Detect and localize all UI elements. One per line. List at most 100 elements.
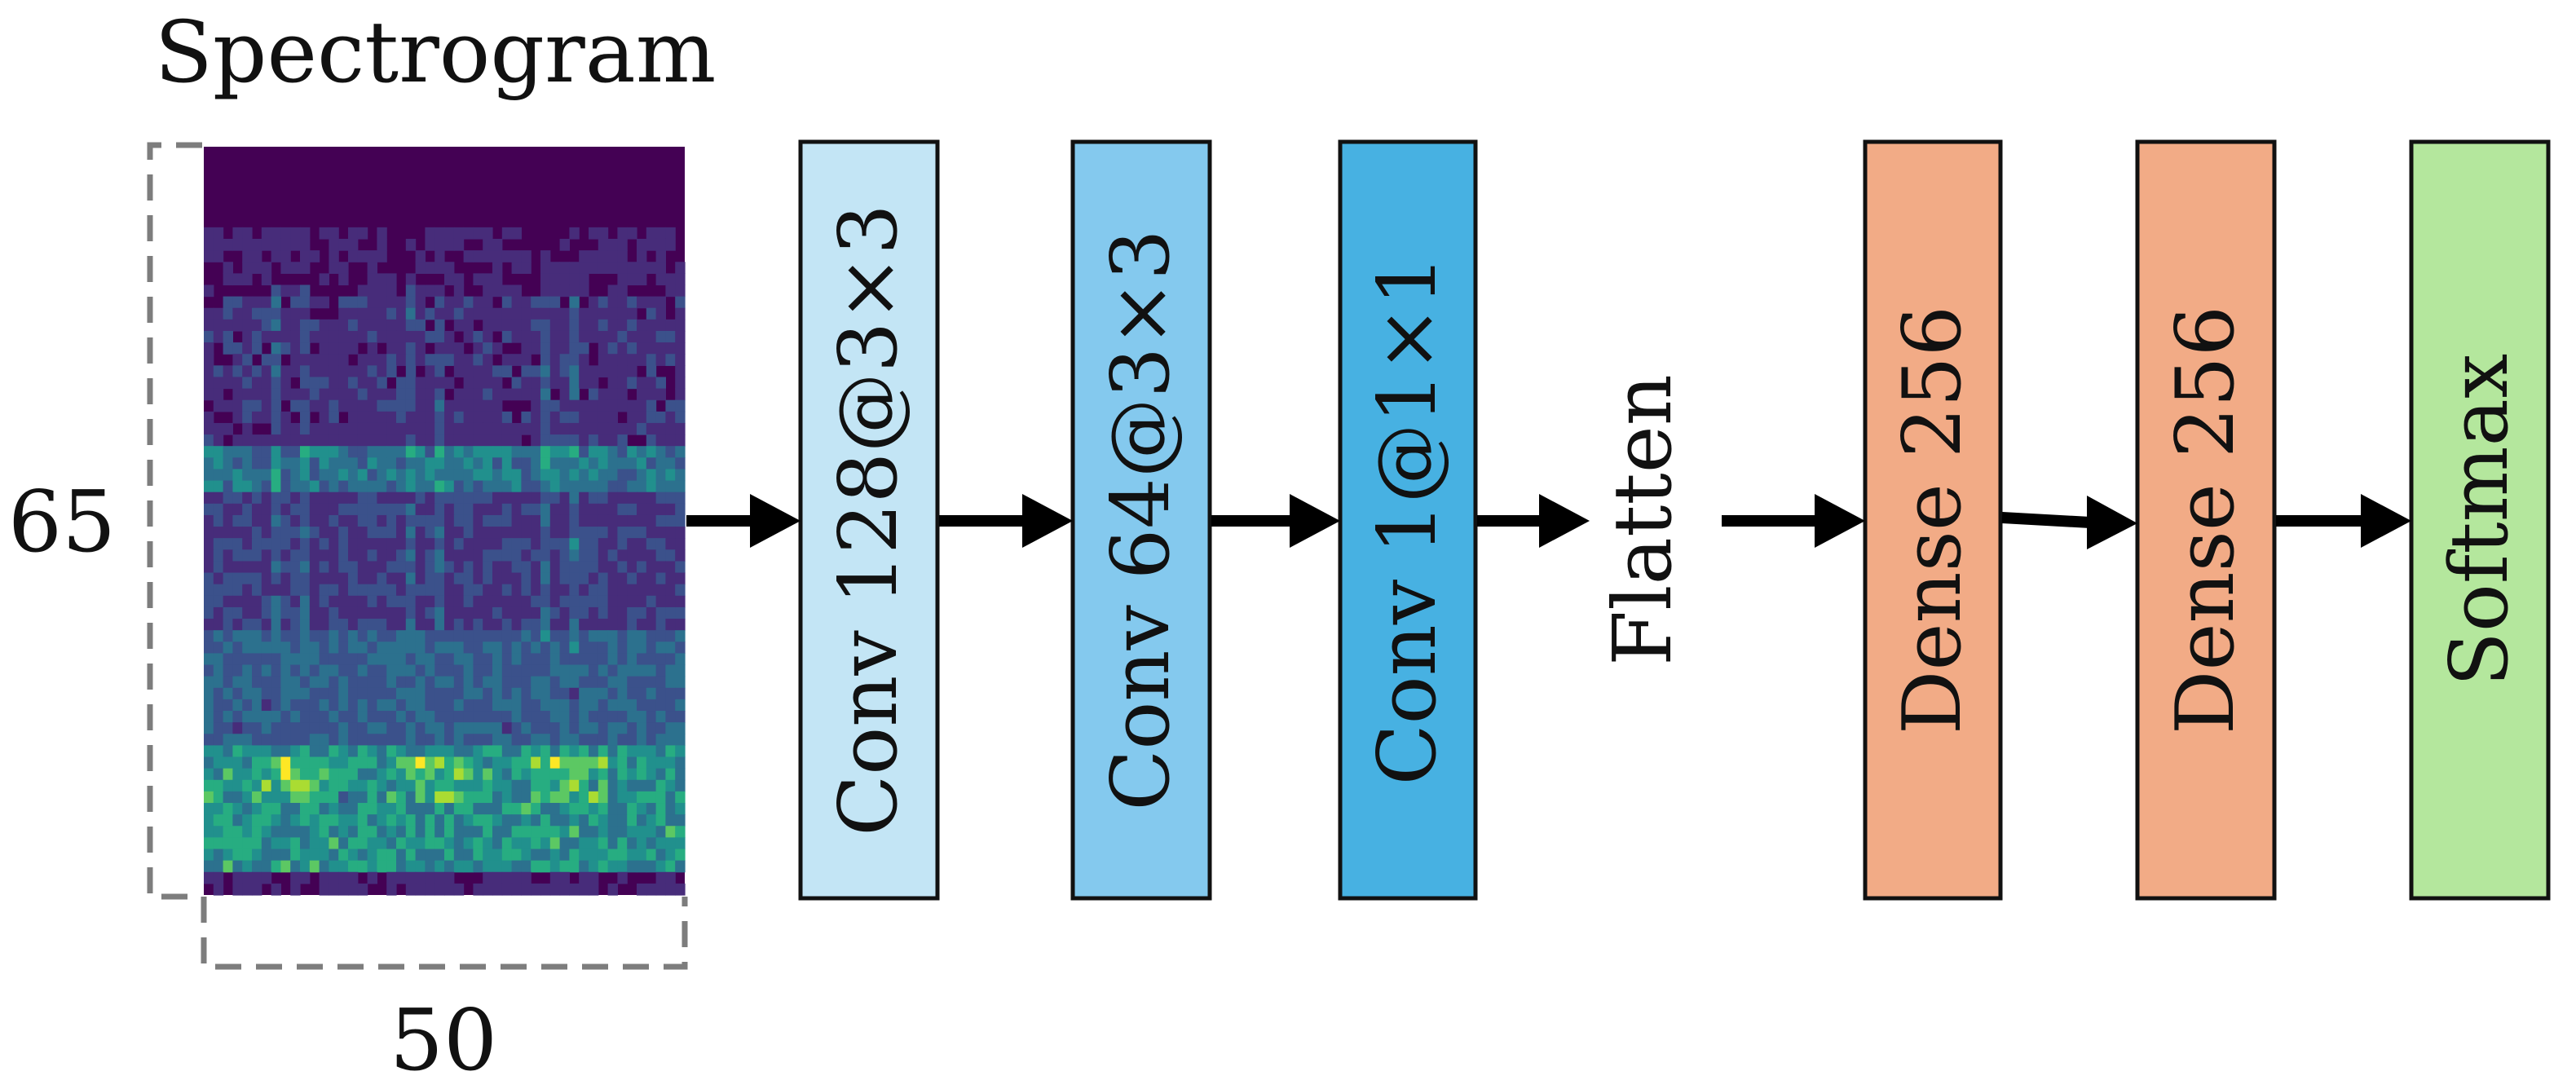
spectrogram-cell <box>300 745 311 758</box>
spectrogram-cell <box>473 480 483 493</box>
spectrogram-cell <box>319 630 329 642</box>
spectrogram-cell <box>338 779 349 792</box>
spectrogram-cell <box>589 641 599 655</box>
spectrogram-cell <box>483 561 493 574</box>
spectrogram-cell <box>453 469 465 482</box>
spectrogram-cell <box>511 814 522 827</box>
spectrogram-cell <box>473 399 483 412</box>
spectrogram-cell <box>386 779 397 792</box>
spectrogram-cell <box>415 883 426 896</box>
spectrogram-cell <box>204 664 214 677</box>
spectrogram-cell <box>665 606 676 619</box>
spectrogram-cell <box>415 779 426 792</box>
spectrogram-cell <box>511 837 522 850</box>
spectrogram-cell <box>617 734 628 746</box>
spectrogram-cell <box>569 411 580 424</box>
spectrogram-cell <box>204 422 214 435</box>
spectrogram-cell <box>329 826 339 838</box>
spectrogram-cell <box>204 860 214 873</box>
spectrogram-cell <box>646 422 657 435</box>
spectrogram-cell <box>549 595 561 608</box>
spectrogram-cell <box>531 630 541 642</box>
spectrogram-cell <box>280 492 291 505</box>
spectrogram-cell <box>637 411 647 424</box>
spectrogram-cell <box>511 549 522 562</box>
spectrogram-cell <box>261 722 272 734</box>
spectrogram-cell <box>463 803 474 815</box>
spectrogram-cell <box>655 296 666 309</box>
spectrogram-cell <box>377 687 387 700</box>
spectrogram-cell <box>473 377 483 390</box>
spectrogram-cell <box>463 619 474 631</box>
spectrogram-cell <box>357 411 368 424</box>
spectrogram-cell <box>540 480 551 493</box>
spectrogram-cell <box>357 480 368 493</box>
spectrogram-cell <box>280 734 291 746</box>
spectrogram-cell <box>309 480 320 493</box>
spectrogram-cell <box>213 514 224 527</box>
spectrogram-cell <box>492 745 503 758</box>
spectrogram-cell <box>627 745 637 758</box>
spectrogram-cell <box>377 779 387 792</box>
spectrogram-cell <box>434 756 445 769</box>
spectrogram-cell <box>646 584 657 597</box>
spectrogram-cell <box>607 538 618 550</box>
spectrogram-cell <box>271 377 281 390</box>
spectrogram-cell <box>329 561 339 574</box>
spectrogram-cell <box>665 711 676 723</box>
spectrogram-cell <box>646 676 657 689</box>
spectrogram-cell <box>589 457 599 470</box>
spectrogram-cell <box>463 399 474 412</box>
spectrogram-cell <box>213 572 224 585</box>
spectrogram-cell <box>242 388 253 401</box>
spectrogram-cell <box>252 711 262 723</box>
spectrogram-cell <box>261 273 272 286</box>
spectrogram-cell <box>637 883 647 896</box>
spectrogram-cell <box>627 549 637 562</box>
spectrogram-cell <box>453 676 465 689</box>
spectrogram-cell <box>415 584 426 597</box>
spectrogram-cell <box>338 584 349 597</box>
spectrogram-cell <box>473 791 483 804</box>
spectrogram-cell <box>377 399 387 412</box>
spectrogram-cell <box>627 307 637 320</box>
spectrogram-cell <box>367 273 377 286</box>
spectrogram-cell <box>511 250 522 262</box>
spectrogram-cell <box>579 307 589 320</box>
spectrogram-cell <box>646 411 657 424</box>
spectrogram-cell <box>607 779 618 792</box>
spectrogram-cell <box>357 883 368 896</box>
spectrogram-cell <box>405 779 417 792</box>
spectrogram-cell <box>213 837 224 850</box>
spectrogram-cell <box>405 411 417 424</box>
spectrogram-cell <box>271 227 281 240</box>
spectrogram-cell <box>637 549 647 562</box>
spectrogram-cell <box>569 734 580 746</box>
spectrogram-cell <box>492 734 503 746</box>
spectrogram-cell <box>521 687 532 700</box>
spectrogram-cell <box>637 572 647 585</box>
spectrogram-cell <box>204 342 214 355</box>
spectrogram-cell <box>261 527 272 539</box>
spectrogram-cell <box>637 756 647 769</box>
spectrogram-cell <box>434 606 445 619</box>
spectrogram-cell <box>367 365 377 378</box>
spectrogram-cell <box>473 469 483 482</box>
spectrogram-cell <box>357 503 368 516</box>
spectrogram-cell <box>319 837 329 850</box>
spectrogram-cell <box>540 492 551 505</box>
spectrogram-cell <box>367 514 377 527</box>
spectrogram-cell <box>261 296 272 309</box>
spectrogram-cell <box>434 849 445 862</box>
spectrogram-cell <box>579 814 589 827</box>
spectrogram-cell <box>675 561 686 574</box>
spectrogram-cell <box>213 722 224 734</box>
spectrogram-cell <box>483 837 493 850</box>
spectrogram-cell <box>232 273 243 286</box>
spectrogram-cell <box>261 549 272 562</box>
spectrogram-cell <box>329 745 339 758</box>
spectrogram-cell <box>290 527 301 539</box>
spectrogram-cell <box>300 572 311 585</box>
spectrogram-cell <box>309 446 320 458</box>
spectrogram-cell <box>617 595 628 608</box>
